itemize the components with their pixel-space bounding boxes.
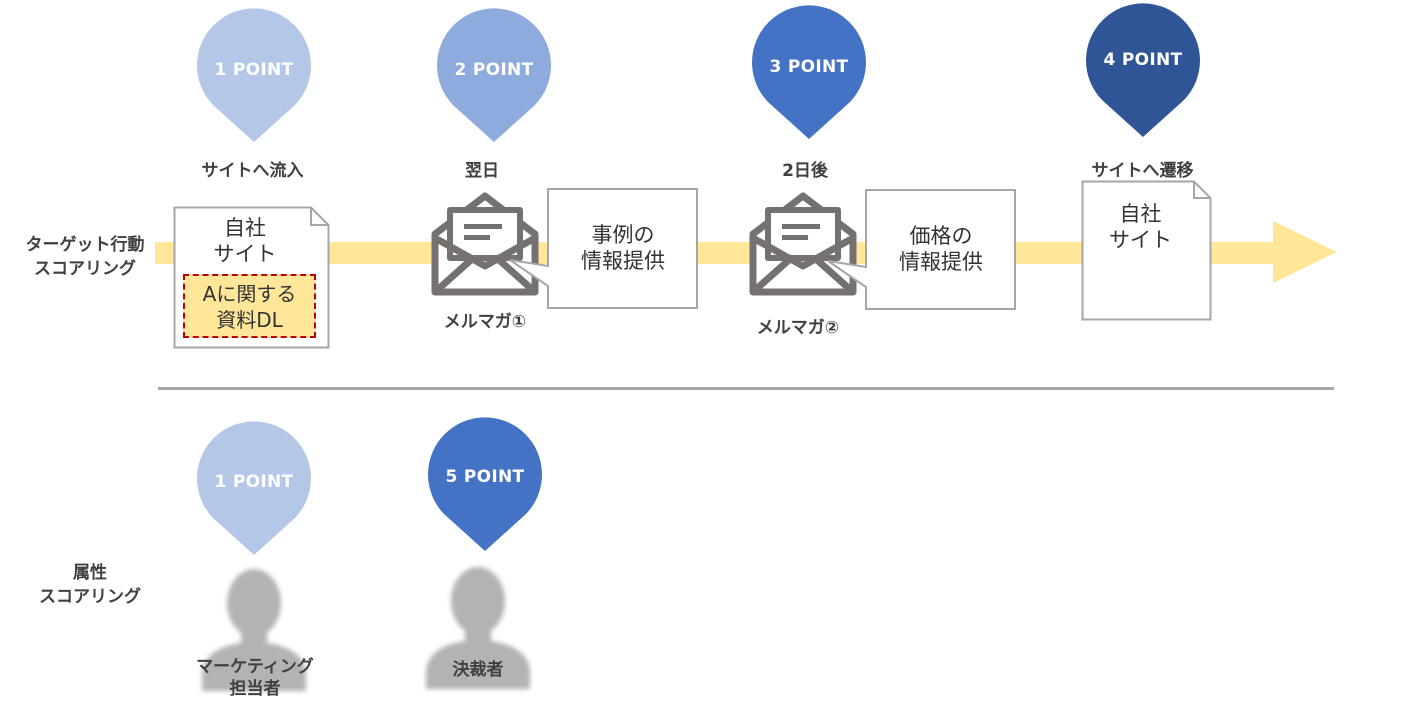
step-label-two-days-later: 2日後 [782, 161, 828, 181]
point-value: 5 POINT [445, 467, 525, 487]
step-label-next-day: 翌日 [465, 161, 499, 181]
point-pin-step3: 3 POINT [752, 2, 866, 142]
speech-bubble [509, 188, 698, 309]
point-value: 1 POINT [214, 60, 294, 80]
step-label-site-inflow: サイトへ流入 [201, 161, 304, 181]
point-pin-step1: 1 POINT [197, 5, 311, 145]
decision-maker-label: 決裁者 [452, 660, 504, 680]
point-value: 1 POINT [214, 472, 294, 492]
speech-bubble [827, 189, 1016, 310]
person-icon [426, 567, 530, 689]
point-pin-marketer: 1 POINT [197, 418, 311, 558]
newsletter-1-label: メルマガ① [443, 312, 527, 332]
document-download-highlight [183, 274, 316, 338]
marketer-label: マーケティング 担当者 [196, 657, 314, 699]
point-value: 2 POINT [454, 60, 534, 80]
point-pin-step4: 4 POINT [1086, 0, 1200, 140]
person-icon [202, 569, 306, 691]
point-value: 4 POINT [1103, 50, 1183, 70]
newsletter-2-label: メルマガ② [756, 318, 840, 338]
attribute-scoring-label: 属性 スコアリング [39, 563, 141, 607]
mail-icon [749, 192, 857, 296]
document-icon [1081, 180, 1212, 321]
case-study-text: 事例の 情報提供 [581, 223, 665, 273]
point-value: 3 POINT [769, 57, 849, 77]
point-pin-step2: 2 POINT [437, 5, 551, 145]
section-divider [158, 387, 1334, 390]
download-text: Aに関する 資料DL [202, 282, 297, 332]
price-info-text: 価格の 情報提供 [899, 224, 983, 274]
behavior-scoring-label: ターゲット行動 スコアリング [25, 235, 145, 279]
point-pin-decision-maker: 5 POINT [428, 414, 542, 554]
step-label-site-transition: サイトへ遷移 [1091, 161, 1194, 181]
own-site-text: 自社 サイト [213, 216, 277, 266]
own-site-text: 自社 サイト [1109, 202, 1172, 252]
